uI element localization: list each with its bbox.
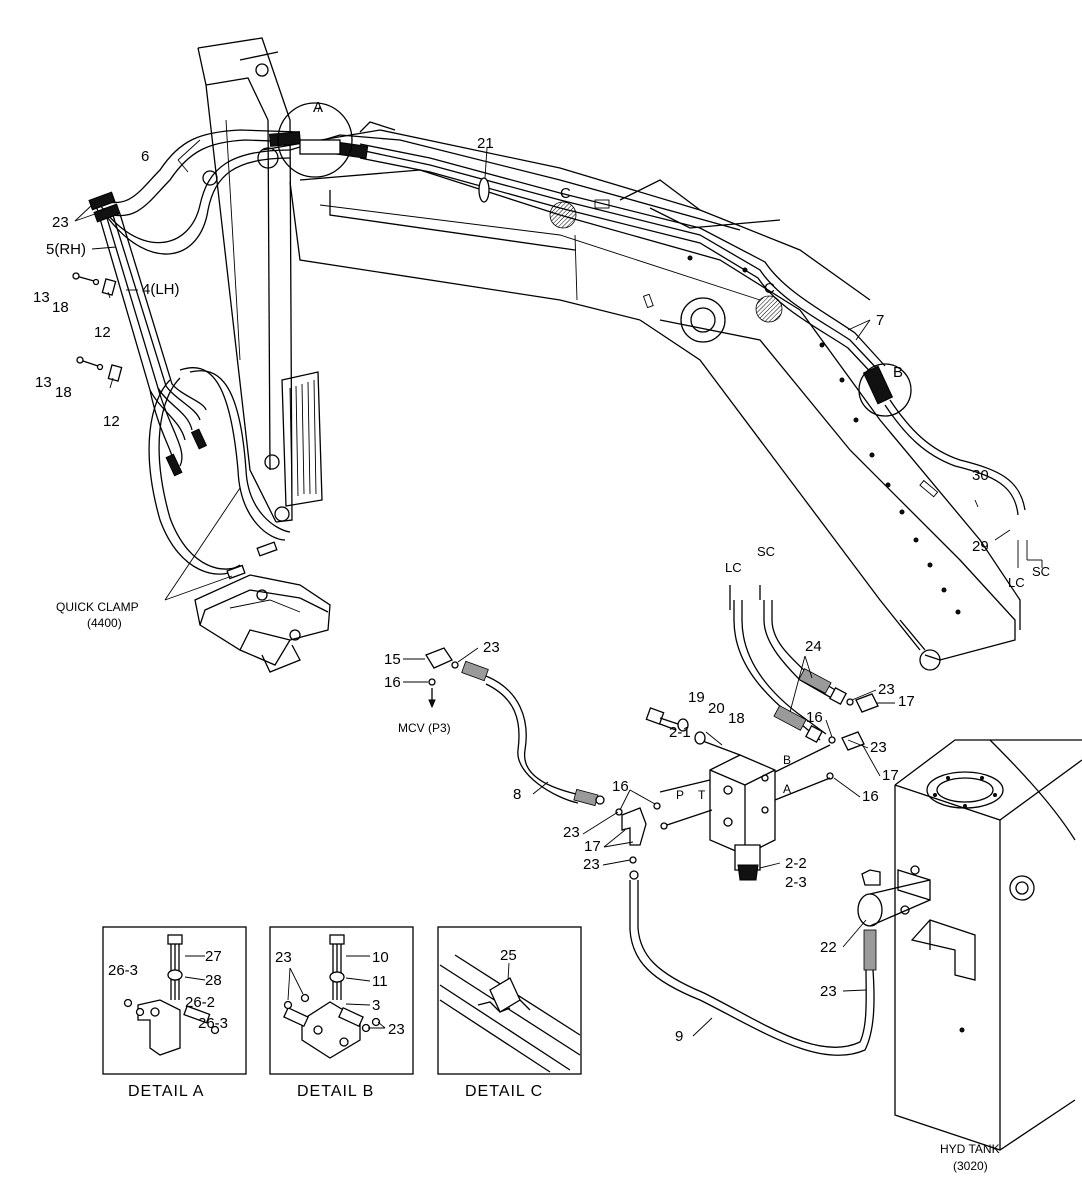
label-part-26-2: 26-2 [185,994,215,1011]
label-part-18-a: 18 [52,299,69,316]
detail-a-marker [277,102,353,178]
label-lc-right: LC [1008,575,1025,590]
leader-lines-lower [403,647,895,1037]
label-part-17-c: 17 [584,838,601,855]
label-part-17-a: 17 [898,693,915,710]
label-part-16-c: 16 [384,674,401,691]
detail-c-labels: 25 DETAIL C [465,947,543,1100]
label-part-19: 19 [688,689,705,706]
detail-a-labels: 27 28 26-3 26-2 26-3 DETAIL A [108,948,228,1100]
hose-4-5-group [72,191,208,477]
label-detail-a: A [313,99,323,116]
label-part-18-c: 18 [728,710,745,727]
label-port-a: A [783,782,791,796]
label-part-30: 30 [972,467,989,484]
detail-c-marker-1 [549,201,577,229]
label-part-13-a: 13 [33,289,50,306]
detail-c-marker-2 [755,295,783,323]
label-part-23-b: 23 [878,681,895,698]
detail-c-box [437,926,582,1075]
label-part-22: 22 [820,939,837,956]
label-sc-right: SC [1032,564,1050,579]
label-part-13-b: 13 [35,374,52,391]
label-part-23-f: 23 [583,856,600,873]
lower-piping [425,585,881,1056]
label-part-16-b: 16 [862,788,879,805]
label-hyd-tank-no: (3020) [953,1159,988,1173]
leader-lines [74,105,1043,601]
label-part-16-a: 16 [806,709,823,726]
label-part-12-a: 12 [94,324,111,341]
arm-bolts [687,255,961,615]
detail-b-labels: 10 11 3 23 23 DETAIL B [275,949,405,1100]
quick-clamp-bracket [194,574,331,673]
caption-detail-b: DETAIL B [297,1083,374,1100]
label-part-8: 8 [513,786,521,803]
label-part-23-detail-b-b: 23 [388,1021,405,1038]
label-part-23-e: 23 [563,824,580,841]
label-quick-clamp-no: (4400) [87,616,122,630]
label-sc-mid: SC [757,544,775,559]
label-part-23-c: 23 [870,739,887,756]
label-part-18-b: 18 [55,384,72,401]
label-part-12-b: 12 [103,413,120,430]
boom-rib-plate [281,371,323,507]
label-port-b: B [783,753,791,767]
label-mcv-p3: MCV (P3) [398,721,451,735]
label-part-3: 3 [372,997,380,1014]
label-lc-mid: LC [725,560,742,575]
label-quick-clamp: QUICK CLAMP [56,600,139,614]
label-part-24: 24 [805,638,822,655]
label-part-17-b: 17 [882,767,899,784]
label-part-23-g: 23 [820,983,837,1000]
label-part-9: 9 [675,1028,683,1045]
label-part-10: 10 [372,949,389,966]
detail-b-box [269,926,414,1075]
label-part-29: 29 [972,538,989,555]
label-part-6: 6 [141,148,149,165]
label-part-16-d: 16 [612,778,629,795]
boom-hoses [99,102,1026,516]
label-part-26-3-a: 26-3 [108,962,138,979]
label-part-20: 20 [708,700,725,717]
bolt-19 [645,707,679,731]
label-detail-b: B [893,364,903,381]
label-port-p: P [676,788,684,802]
hyd-tank [857,739,1082,1151]
quick-clamp-lines [148,367,331,673]
label-part-27: 27 [205,948,222,965]
detail-b-marker [858,363,912,417]
detail-a-box [102,926,247,1075]
label-detail-c-2: C [764,280,775,297]
caption-detail-c: DETAIL C [465,1083,543,1100]
label-part-15: 15 [384,651,401,668]
part-labels: A B C C 6 21 7 23 5(RH) 4(LH) 13 18 12 1… [33,99,1050,1173]
label-part-4-lh: 4(LH) [142,281,180,298]
label-hyd-tank: HYD TANK [940,1142,1000,1156]
label-part-23-d: 23 [483,639,500,656]
label-part-2-2: 2-2 [785,855,807,872]
label-port-t: T [698,788,706,802]
label-part-23-detail-b-a: 23 [275,949,292,966]
caption-detail-a: DETAIL A [128,1083,204,1100]
label-part-5-rh: 5(RH) [46,241,86,258]
label-detail-c-1: C [560,185,571,202]
label-part-7: 7 [876,312,884,329]
label-part-21: 21 [477,135,494,152]
label-part-25: 25 [500,947,517,964]
label-part-23-a: 23 [52,214,69,231]
label-part-2-1: 2-1 [669,724,691,741]
label-part-28: 28 [205,972,222,989]
label-part-26-3-b: 26-3 [198,1015,228,1032]
valve-block [659,739,831,881]
label-part-11: 11 [372,973,388,990]
label-part-2-3: 2-3 [785,874,807,891]
boom-structure [197,37,1021,671]
